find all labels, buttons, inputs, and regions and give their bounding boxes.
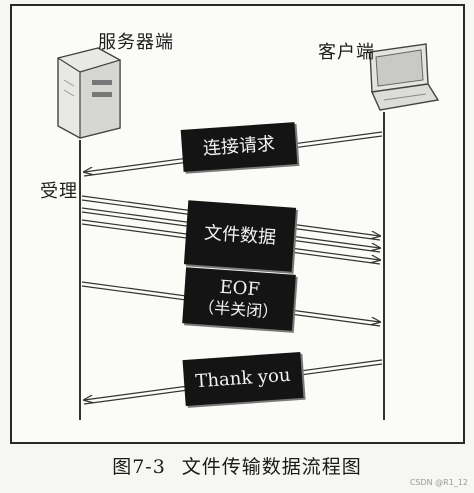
figure-number: 图7-3 [112, 456, 166, 478]
eof-text: EOF [218, 276, 261, 301]
figure-title: 文件传输数据流程图 [181, 456, 362, 478]
connect-request-box: 连接请求 [180, 122, 298, 172]
half-close-text: （半关闭） [197, 297, 279, 322]
accept-label: 受理 [40, 181, 78, 202]
eof-box: EOF （半关闭） [182, 267, 296, 331]
figure-caption: 图7-3 文件传输数据流程图 [0, 452, 474, 479]
server-label: 服务器端 [98, 32, 174, 53]
server-computer-icon [57, 47, 121, 139]
client-label: 客户端 [318, 42, 375, 63]
watermark: CSDN @R1_12 [409, 478, 468, 487]
laptop-icon [369, 43, 440, 111]
thank-you-text: Thank you [194, 364, 292, 393]
file-data-text: 文件数据 [203, 222, 277, 249]
file-data-box: 文件数据 [183, 200, 297, 272]
connect-request-text: 连接请求 [202, 133, 276, 160]
thank-you-box: Thank you [182, 351, 304, 407]
